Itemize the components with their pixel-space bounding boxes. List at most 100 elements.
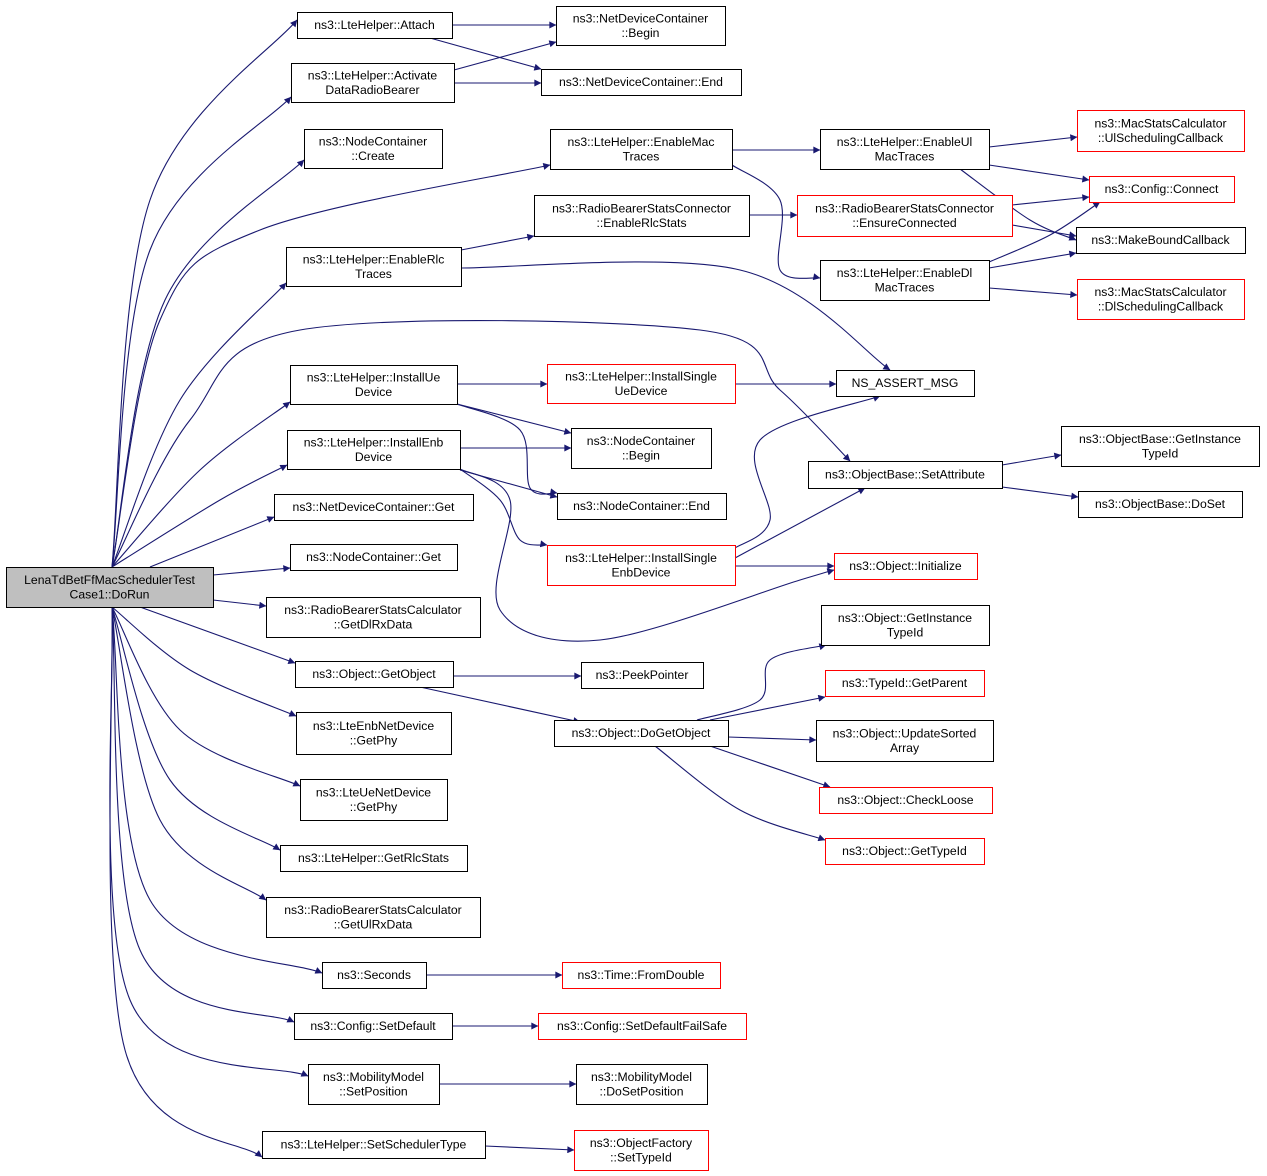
call-edge-activate-to-ndc_begin (453, 40, 557, 71)
node-box (576, 1064, 708, 1105)
node-box (834, 553, 978, 580)
node-obj-init[interactable]: ns3::Object::Initialize (834, 553, 978, 580)
node-make-bound[interactable]: ns3::MakeBoundCallback (1076, 227, 1246, 254)
node-rbsc-getul[interactable]: ns3::RadioBearerStatsCalculator::GetUlRx… (266, 897, 481, 938)
node-label: ::GetPhy (350, 800, 398, 814)
node-set-default-failsafe[interactable]: ns3::Config::SetDefaultFailSafe (538, 1013, 747, 1040)
node-box (266, 597, 481, 638)
node-label: Device (355, 385, 392, 399)
node-ue-getphy[interactable]: ns3::LteUeNetDevice::GetPhy (300, 779, 448, 821)
node-box (557, 493, 727, 520)
node-config-connect[interactable]: ns3::Config::Connect (1089, 176, 1235, 203)
node-label: ns3::Config::SetDefaultFailSafe (557, 1019, 727, 1033)
node-ndc-begin[interactable]: ns3::NetDeviceContainer::Begin (556, 6, 726, 46)
node-label: ns3::LteEnbNetDevice (313, 719, 434, 733)
node-tid-getparent[interactable]: ns3::TypeId::GetParent (825, 670, 985, 697)
node-box (541, 69, 742, 96)
node-mm-setpos[interactable]: ns3::MobilityModel::SetPosition (308, 1064, 440, 1105)
call-edge-root-to-install_ue (111, 401, 291, 568)
node-label: Array (890, 741, 920, 755)
call-edge-ob_setattr-to-ob_doset (1001, 486, 1079, 500)
node-box (562, 962, 721, 989)
node-box (820, 260, 990, 301)
node-do-get-object[interactable]: ns3::Object::DoGetObject (554, 720, 729, 747)
node-nc-end[interactable]: ns3::NodeContainer::End (557, 493, 727, 520)
node-box (308, 1064, 440, 1105)
call-edge-root-to-ob_setattr (111, 320, 851, 568)
call-edge-root-to-enable_rlc (111, 282, 287, 568)
node-ob-setattr[interactable]: ns3::ObjectBase::SetAttribute (808, 461, 1003, 489)
node-label: ns3::RadioBearerStatsConnector (552, 201, 731, 215)
node-attach[interactable]: ns3::LteHelper::Attach (297, 12, 453, 39)
call-edge-do_get_object-to-obj_update_sorted (727, 736, 817, 744)
node-nc-get[interactable]: ns3::NodeContainer::Get (290, 544, 458, 571)
node-get-object[interactable]: ns3::Object::GetObject (295, 661, 454, 688)
node-enb-getphy[interactable]: ns3::LteEnbNetDevice::GetPhy (296, 712, 452, 755)
node-set-default[interactable]: ns3::Config::SetDefault (294, 1013, 453, 1040)
node-seconds[interactable]: ns3::Seconds (322, 962, 427, 989)
node-label: ::Begin (622, 26, 660, 40)
node-label: ns3::NodeContainer::Get (306, 550, 441, 564)
node-rbsc-getdl[interactable]: ns3::RadioBearerStatsCalculator::GetDlRx… (266, 597, 481, 638)
call-edge-enable_rlc-to-ns_assert (460, 261, 891, 371)
node-label: ::SetTypeId (610, 1150, 672, 1164)
node-box (1061, 426, 1260, 467)
node-nc-begin[interactable]: ns3::NodeContainer::Begin (571, 428, 712, 469)
node-set-sched[interactable]: ns3::LteHelper::SetSchedulerType (262, 1131, 486, 1159)
node-box (1076, 227, 1246, 254)
node-ob-doset[interactable]: ns3::ObjectBase::DoSet (1078, 491, 1243, 518)
call-edge-root-to-nc_get (212, 565, 291, 576)
call-edge-enable_dl_mac-to-make_bound (988, 250, 1077, 269)
node-ndc-get[interactable]: ns3::NetDeviceContainer::Get (274, 494, 474, 521)
node-obj-gettypeid[interactable]: ns3::Object::GetTypeId (825, 838, 985, 865)
node-label: ns3::LteHelper::InstallSingle (565, 369, 717, 383)
node-label: ns3::Time::FromDouble (578, 968, 705, 982)
call-edge-do_get_object-to-obj_checkloose (709, 745, 831, 789)
node-rbsc-enable[interactable]: ns3::RadioBearerStatsConnector::EnableRl… (534, 195, 750, 237)
node-box (808, 461, 1003, 489)
node-label: ::UlSchedulingCallback (1098, 131, 1224, 145)
node-msc-ul[interactable]: ns3::MacStatsCalculator::UlSchedulingCal… (1077, 110, 1245, 152)
node-of-settypeid[interactable]: ns3::ObjectFactory::SetTypeId (574, 1130, 709, 1171)
node-mm-dosetpos[interactable]: ns3::MobilityModel::DoSetPosition (576, 1064, 708, 1105)
node-box (571, 428, 712, 469)
node-rbsc-ensure[interactable]: ns3::RadioBearerStatsConnector::EnsureCo… (797, 195, 1013, 237)
node-label: ::Begin (622, 448, 660, 462)
node-label: ns3::LteHelper::EnableMac (567, 135, 714, 149)
call-edge-root-to-install_enb (111, 464, 288, 568)
call-edge-rbsc_ensure-to-make_bound (1011, 224, 1077, 239)
node-ndc-end[interactable]: ns3::NetDeviceContainer::End (541, 69, 742, 96)
node-nc-create[interactable]: ns3::NodeContainer::Create (304, 129, 443, 169)
node-from-double[interactable]: ns3::Time::FromDouble (562, 962, 721, 989)
node-obj-checkloose[interactable]: ns3::Object::CheckLoose (819, 787, 993, 814)
node-label: ns3::LteUeNetDevice (316, 785, 431, 799)
node-label: Device (355, 450, 392, 464)
call-edge-root-to-enable_mac (111, 163, 551, 568)
node-label: ns3::LteHelper::EnableDl (837, 266, 973, 280)
node-label: ns3::Object::DoGetObject (572, 726, 711, 740)
node-label: ns3::NetDeviceContainer (573, 11, 709, 25)
node-label: ns3::MacStatsCalculator (1094, 116, 1226, 130)
node-label: Traces (355, 267, 392, 281)
node-msc-dl[interactable]: ns3::MacStatsCalculator::DlSchedulingCal… (1077, 279, 1245, 320)
node-label: ::SetPosition (339, 1084, 407, 1098)
node-label: Case1::DoRun (70, 587, 150, 601)
node-label: ns3::NetDeviceContainer::Get (293, 500, 456, 514)
node-peek[interactable]: ns3::PeekPointer (581, 662, 704, 689)
node-get-rlcstats[interactable]: ns3::LteHelper::GetRlcStats (280, 845, 468, 872)
node-ns-assert[interactable]: NS_ASSERT_MSG (836, 370, 975, 397)
